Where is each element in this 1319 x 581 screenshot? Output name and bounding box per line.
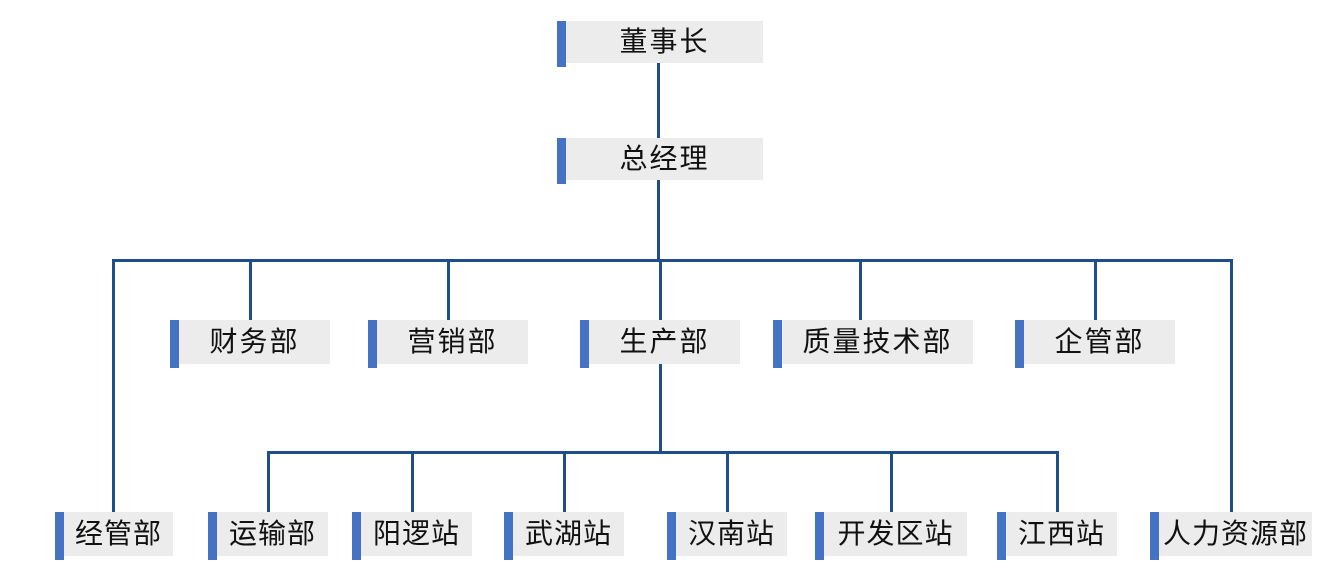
connector-line-vertical (657, 62, 660, 139)
node-accent-bar (815, 512, 824, 560)
org-node-yangluo-station[interactable]: 阳逻站 (352, 512, 472, 560)
connector-line-vertical (725, 451, 729, 514)
org-node-operations-mgmt[interactable]: 经管部 (55, 512, 173, 560)
connector-line-horizontal (266, 451, 1059, 454)
node-accent-bar (352, 512, 361, 560)
node-accent-bar (368, 320, 377, 368)
node-accent-bar (1150, 512, 1159, 560)
node-label-jiangxi-station: 江西站 (1017, 518, 1105, 549)
connector-line-vertical (889, 451, 893, 514)
connector-line-vertical (111, 259, 115, 514)
node-label-human-resources: 人力资源部 (1162, 518, 1308, 549)
connector-line-vertical (446, 259, 450, 322)
node-label-yangluo-station: 阳逻站 (372, 518, 460, 549)
node-label-wuhu-station: 武湖站 (524, 518, 612, 549)
connector-line-vertical (562, 451, 566, 514)
node-label-quality-tech: 质量技术部 (802, 326, 953, 357)
org-node-general-manager[interactable]: 总经理 (557, 138, 763, 184)
connector-line-vertical (658, 259, 662, 322)
node-label-operations-mgmt: 经管部 (74, 518, 162, 549)
node-label-chairman: 董事长 (619, 26, 710, 57)
node-label-production: 生产部 (619, 326, 710, 357)
node-accent-bar (504, 512, 513, 560)
node-accent-bar (557, 138, 566, 184)
org-node-transport[interactable]: 运输部 (208, 512, 328, 560)
node-label-marketing: 营销部 (407, 326, 498, 357)
node-accent-bar (997, 512, 1006, 560)
org-node-enterprise-mgmt[interactable]: 企管部 (1015, 320, 1175, 368)
org-node-quality-tech[interactable]: 质量技术部 (773, 320, 973, 368)
connector-line-vertical (1093, 259, 1097, 322)
node-label-general-manager: 总经理 (619, 143, 710, 174)
org-node-kaifaqu-station[interactable]: 开发区站 (815, 512, 967, 560)
node-accent-bar (773, 320, 782, 368)
node-accent-bar (208, 512, 217, 560)
node-label-kaifaqu-station: 开发区站 (837, 518, 954, 549)
node-accent-bar (170, 320, 179, 368)
node-accent-bar (667, 512, 676, 560)
connector-line-vertical (858, 259, 862, 322)
connector-line-vertical (410, 451, 414, 514)
connector-line-vertical (658, 364, 662, 454)
connector-line-vertical (1229, 259, 1233, 514)
node-label-transport: 运输部 (228, 518, 316, 549)
org-node-finance[interactable]: 财务部 (170, 320, 330, 368)
org-node-marketing[interactable]: 营销部 (368, 320, 528, 368)
node-accent-bar (580, 320, 589, 368)
org-node-wuhu-station[interactable]: 武湖站 (504, 512, 624, 560)
org-node-chairman[interactable]: 董事长 (557, 21, 763, 67)
node-accent-bar (55, 512, 64, 560)
org-node-human-resources[interactable]: 人力资源部 (1150, 512, 1312, 560)
node-label-enterprise-mgmt: 企管部 (1054, 326, 1145, 357)
connector-line-horizontal (111, 259, 1233, 262)
node-label-hannan-station: 汉南站 (687, 518, 775, 549)
org-node-production[interactable]: 生产部 (580, 320, 740, 368)
connector-line-vertical (1055, 451, 1059, 514)
node-label-finance: 财务部 (209, 326, 300, 357)
node-accent-bar (1015, 320, 1024, 368)
org-node-hannan-station[interactable]: 汉南站 (667, 512, 787, 560)
node-accent-bar (557, 21, 566, 67)
org-node-jiangxi-station[interactable]: 江西站 (997, 512, 1117, 560)
connector-line-vertical (248, 259, 252, 322)
connector-line-vertical (657, 180, 660, 262)
connector-line-vertical (266, 451, 270, 514)
